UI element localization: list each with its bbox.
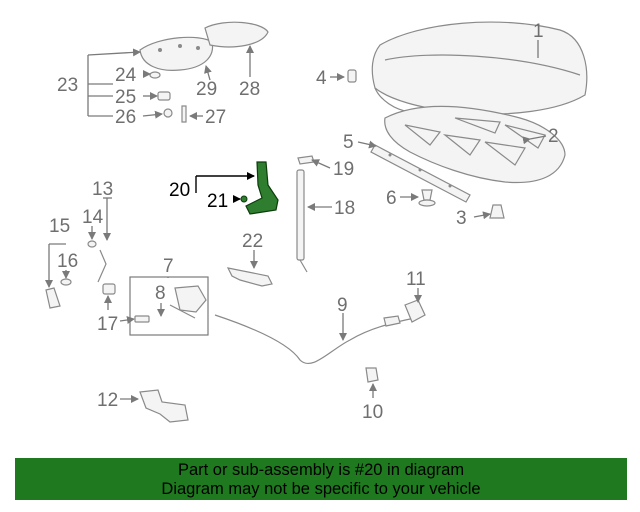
hood-inner-panel bbox=[384, 105, 566, 184]
socket-25 bbox=[157, 91, 171, 101]
callout-15: 15 bbox=[49, 216, 70, 237]
callout-24: 24 bbox=[115, 65, 137, 86]
callout-5: 5 bbox=[343, 132, 354, 153]
bulb-24 bbox=[149, 71, 161, 79]
bolt-27 bbox=[181, 105, 187, 123]
callout-6: 6 bbox=[386, 188, 397, 209]
callout-16: 16 bbox=[57, 251, 78, 272]
release-cable bbox=[214, 299, 426, 365]
callout-21: 21 bbox=[207, 191, 228, 212]
callout-22: 22 bbox=[242, 231, 263, 252]
callout-17: 17 bbox=[97, 314, 118, 335]
rod-clip-19 bbox=[297, 155, 315, 165]
latch-assembly-box bbox=[129, 276, 209, 336]
callout-29: 29 bbox=[196, 79, 217, 100]
callout-26: 26 bbox=[115, 107, 136, 128]
callout-12: 12 bbox=[97, 390, 118, 411]
callout-19: 19 bbox=[333, 159, 354, 180]
callout-10: 10 bbox=[362, 402, 383, 423]
callout-14: 14 bbox=[82, 207, 104, 228]
callout-8: 8 bbox=[155, 283, 166, 304]
bracket-12 bbox=[139, 389, 189, 423]
lamp-lens-28 bbox=[204, 21, 269, 48]
callout-23: 23 bbox=[57, 75, 78, 96]
bracket-15 bbox=[45, 287, 61, 309]
cable-13-14 bbox=[87, 240, 107, 283]
clip-16 bbox=[60, 278, 72, 286]
bolt-21-highlighted bbox=[240, 195, 248, 203]
hood-panel bbox=[371, 21, 588, 115]
highlight-notice-banner: Part or sub-assembly is #20 in diagram D… bbox=[15, 458, 627, 500]
callout-2: 2 bbox=[548, 126, 559, 147]
callout-7: 7 bbox=[163, 256, 174, 277]
clip-10 bbox=[365, 367, 379, 383]
callout-20: 20 bbox=[169, 180, 190, 201]
callout-9: 9 bbox=[337, 295, 348, 316]
callout-25: 25 bbox=[115, 87, 136, 108]
lamp-assembly-29 bbox=[139, 36, 214, 71]
clip-17 bbox=[102, 283, 116, 295]
callout-28: 28 bbox=[239, 79, 260, 100]
callout-11: 11 bbox=[406, 269, 426, 290]
bumper-4 bbox=[347, 69, 357, 83]
banner-line-2: Diagram may not be specific to your vehi… bbox=[161, 480, 481, 498]
clip-6 bbox=[418, 189, 436, 207]
hinge-20-highlighted bbox=[245, 161, 279, 215]
callout-labels: 1 2 3 4 5 6 7 8 9 10 11 12 13 14 15 16 1… bbox=[49, 21, 559, 423]
callout-4: 4 bbox=[316, 68, 327, 89]
parts-diagram: 1 2 3 4 5 6 7 8 9 10 11 12 13 14 15 16 1… bbox=[45, 21, 588, 423]
callout-27: 27 bbox=[205, 107, 226, 128]
hood-seal bbox=[370, 144, 471, 203]
hood-support-rod bbox=[296, 169, 308, 273]
callout-3: 3 bbox=[456, 208, 467, 229]
callout-13: 13 bbox=[92, 179, 113, 200]
callout-18: 18 bbox=[334, 198, 355, 219]
leader-lines bbox=[45, 40, 547, 403]
screw-26 bbox=[163, 108, 173, 118]
callout-1: 1 bbox=[533, 21, 544, 42]
stop-3 bbox=[489, 204, 505, 219]
latch-support-22 bbox=[226, 267, 273, 287]
banner-line-1: Part or sub-assembly is #20 in diagram bbox=[177, 461, 465, 479]
